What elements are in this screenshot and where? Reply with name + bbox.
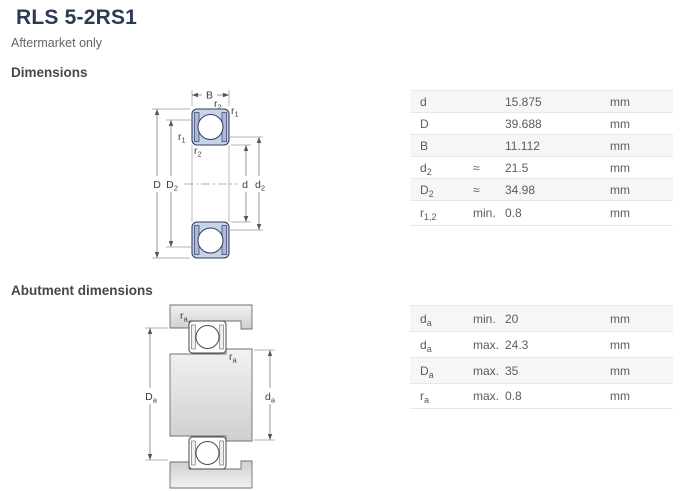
bearing-cross-section-drawing: B r2 r1 r1 r2 D bbox=[152, 90, 265, 259]
spec-symbol: da bbox=[420, 337, 432, 354]
label-Da: Da bbox=[145, 391, 158, 405]
section-heading-dimensions: Dimensions bbox=[11, 65, 88, 80]
spec-unit: mm bbox=[610, 160, 630, 175]
spec-qualifier: min. bbox=[473, 311, 496, 326]
spec-value: 21.5 bbox=[505, 160, 529, 175]
label-da: da bbox=[265, 391, 276, 405]
label-B: B bbox=[206, 90, 213, 102]
spec-unit: mm bbox=[610, 389, 630, 403]
spec-value: 39.688 bbox=[505, 116, 542, 131]
spec-unit: mm bbox=[610, 116, 630, 131]
spec-symbol: r1,2 bbox=[420, 206, 437, 222]
spec-unit: mm bbox=[610, 182, 630, 197]
spec-unit: mm bbox=[610, 94, 630, 109]
shaft bbox=[169, 348, 253, 442]
spec-value: 0.8 bbox=[505, 206, 522, 220]
bearing-section-bottom bbox=[188, 436, 227, 470]
spec-row: ra max. 0.8 mm bbox=[410, 383, 673, 409]
seal-left bbox=[191, 324, 196, 350]
spec-unit: mm bbox=[610, 206, 630, 220]
seal-right bbox=[219, 324, 224, 350]
spec-value: 24.3 bbox=[505, 337, 529, 352]
spec-value: 35 bbox=[505, 363, 519, 378]
aftermarket-note: Aftermarket only bbox=[11, 36, 103, 50]
label-ra-top: ra bbox=[180, 310, 189, 324]
spec-unit: mm bbox=[610, 138, 630, 153]
spec-qualifier: max. bbox=[473, 363, 500, 378]
spec-row: D2 ≈ 34.98 mm bbox=[410, 178, 673, 200]
spec-row: d2 ≈ 21.5 mm bbox=[410, 156, 673, 178]
spec-symbol: d bbox=[420, 94, 427, 109]
label-D2: D2 bbox=[166, 179, 178, 193]
ball bbox=[195, 441, 220, 465]
spec-row: D 39.688 mm bbox=[410, 112, 673, 134]
spec-row: r1,2 min. 0.8 mm bbox=[410, 200, 673, 226]
ball bbox=[195, 325, 220, 349]
ball bbox=[197, 227, 224, 254]
bearing-section-top bbox=[191, 108, 230, 146]
spec-symbol: D bbox=[420, 116, 429, 131]
label-r1-right: r1 bbox=[231, 105, 239, 119]
label-r2-top: r2 bbox=[214, 98, 222, 112]
spec-qualifier: min. bbox=[473, 206, 496, 220]
spec-symbol: ra bbox=[420, 389, 430, 405]
spec-row: da min. 20 mm bbox=[410, 305, 673, 331]
spec-value: 0.8 bbox=[505, 389, 522, 403]
spec-row: Da max. 35 mm bbox=[410, 357, 673, 383]
spec-value: 20 bbox=[505, 311, 519, 326]
label-r2-left: r2 bbox=[194, 145, 202, 159]
spec-symbol: d2 bbox=[420, 160, 432, 177]
seal-left bbox=[191, 440, 196, 466]
spec-value: 15.875 bbox=[505, 94, 542, 109]
spec-row: d 15.875 mm bbox=[410, 90, 673, 112]
spec-value: 11.112 bbox=[505, 138, 540, 153]
spec-row: B 11.112 mm bbox=[410, 134, 673, 156]
ball bbox=[197, 114, 224, 140]
spec-qualifier: ≈ bbox=[473, 182, 480, 197]
seal-right bbox=[219, 440, 224, 466]
spec-unit: mm bbox=[610, 311, 630, 326]
spec-symbol: D2 bbox=[420, 182, 434, 199]
section-heading-abutment: Abutment dimensions bbox=[11, 283, 153, 298]
spec-qualifier: max. bbox=[473, 337, 500, 352]
housing-top bbox=[169, 304, 253, 330]
bearing-section-top bbox=[188, 320, 227, 354]
label-r1-left: r1 bbox=[178, 131, 186, 145]
label-d2: d2 bbox=[255, 179, 265, 193]
dimensions-table: d 15.875 mm D 39.688 mm B 11.112 mm d2 ≈… bbox=[410, 90, 673, 226]
spec-unit: mm bbox=[610, 337, 630, 352]
bearing-section-bottom bbox=[191, 221, 230, 259]
label-D: D bbox=[153, 179, 161, 191]
spec-symbol: B bbox=[420, 138, 429, 153]
abutment-table: da min. 20 mm da max. 24.3 mm Da max. 35… bbox=[410, 305, 673, 409]
spec-qualifier: max. bbox=[473, 389, 500, 403]
spec-value: 34.98 bbox=[505, 182, 536, 197]
label-ra-shaft: ra bbox=[229, 351, 238, 365]
spec-symbol: da bbox=[420, 311, 432, 328]
abutment-dimensions-drawing: ra ra Da da bbox=[145, 304, 276, 489]
label-d: d bbox=[242, 179, 248, 191]
spec-qualifier: ≈ bbox=[473, 160, 480, 175]
spec-row: da max. 24.3 mm bbox=[410, 331, 673, 357]
spec-symbol: Da bbox=[420, 363, 434, 380]
page-title: RLS 5-2RS1 bbox=[16, 6, 138, 29]
spec-unit: mm bbox=[610, 363, 630, 378]
